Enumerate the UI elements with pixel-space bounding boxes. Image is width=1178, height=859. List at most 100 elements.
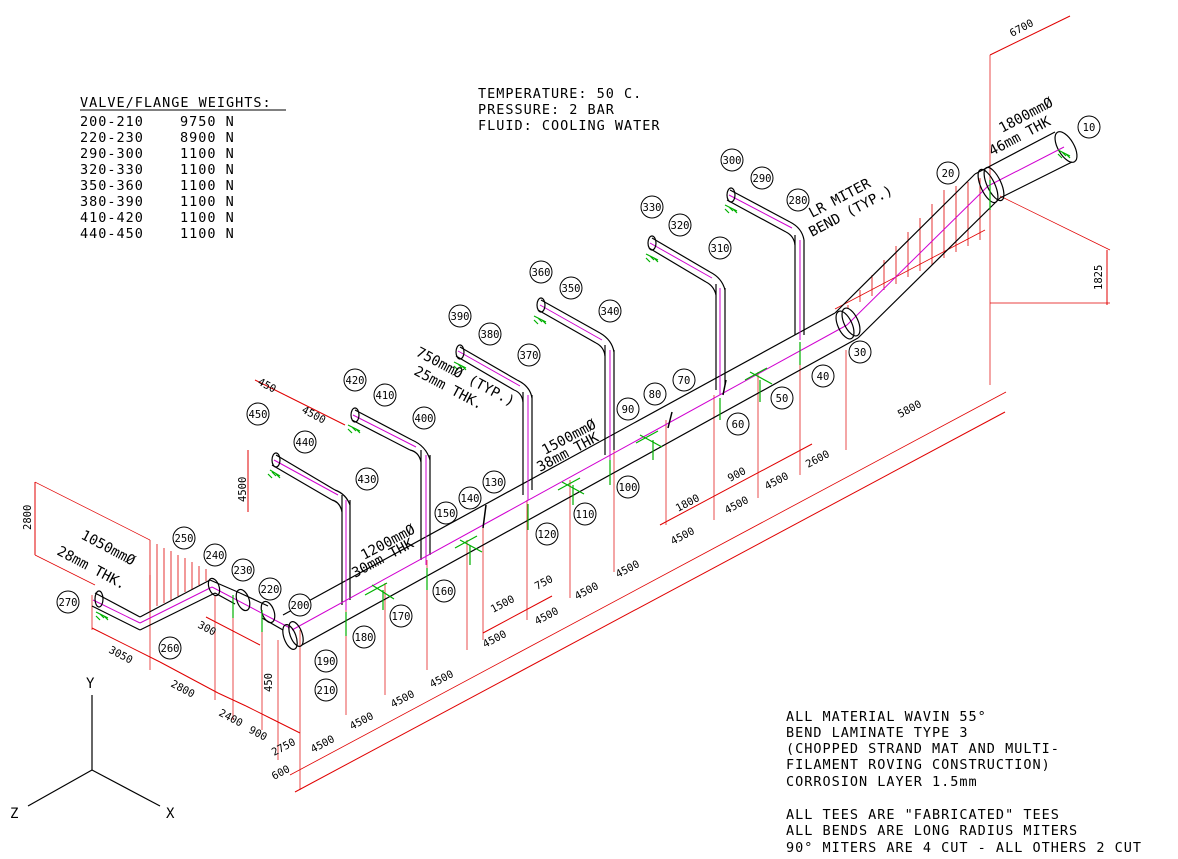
dim-4500-b: 4500: [723, 494, 751, 516]
node-label: 80: [649, 389, 662, 401]
dim-1825: 1825: [1093, 265, 1105, 290]
node-circle: [848, 340, 872, 364]
node-label: 260: [161, 643, 180, 655]
weight-row-range: 350-360: [80, 178, 144, 194]
weight-row-range: 440-450: [80, 226, 144, 242]
node-circle: [559, 276, 583, 300]
node-circle: [458, 486, 482, 510]
node-label: 170: [392, 611, 411, 623]
dim-4500-h: 4500: [428, 668, 456, 690]
node-200: 200: [288, 593, 312, 617]
node-430: 430: [355, 467, 379, 491]
dim-4500-a: 4500: [763, 470, 791, 492]
node-110: 110: [573, 502, 597, 526]
dim-600: 600: [270, 763, 292, 783]
weight-row-value: 8900 N: [180, 130, 235, 146]
node-label: 330: [643, 202, 662, 214]
node-label: 390: [451, 311, 470, 323]
node-160: 160: [432, 579, 456, 603]
node-label: 450: [249, 409, 268, 421]
dim-4500-f: 4500: [533, 605, 561, 627]
node-circle: [231, 558, 255, 582]
node-circle: [573, 502, 597, 526]
weight-row-value: 1100 N: [180, 146, 235, 162]
node-label: 320: [671, 220, 690, 232]
node-label: 110: [576, 509, 595, 521]
node-label: 350: [562, 283, 581, 295]
node-400: 400: [412, 406, 436, 430]
node-370: 370: [517, 343, 541, 367]
node-label: 300: [723, 155, 742, 167]
node-140: 140: [458, 486, 482, 510]
node-circle: [786, 188, 810, 212]
dim-900-b: 900: [247, 724, 269, 744]
node-label: 90: [622, 404, 635, 416]
node-420: 420: [343, 368, 367, 392]
node-label: 50: [776, 393, 789, 405]
supports: [95, 149, 1071, 636]
node-circle: [535, 522, 559, 546]
fabrication-note-2: ALL BENDS ARE LONG RADIUS MITERS: [786, 823, 1078, 839]
node-80: 80: [643, 382, 667, 406]
node-label: 180: [355, 632, 374, 644]
node-circle: [293, 430, 317, 454]
dim-2750: 2750: [270, 736, 298, 758]
weight-row-range: 290-300: [80, 146, 144, 162]
dim-4500-l: 4500: [300, 404, 328, 426]
node-circle: [517, 343, 541, 367]
node-circle: [672, 368, 696, 392]
node-circle: [529, 260, 553, 284]
node-label: 140: [461, 493, 480, 505]
bends: [331, 221, 805, 513]
node-label: 130: [485, 477, 504, 489]
node-label: 280: [789, 195, 808, 207]
node-440: 440: [293, 430, 317, 454]
node-label: 210: [317, 685, 336, 697]
weight-row-value: 1100 N: [180, 178, 235, 194]
node-130: 130: [482, 470, 506, 494]
dim-6700: 6700: [1008, 17, 1036, 39]
weight-row-value: 1100 N: [180, 226, 235, 242]
node-circle: [343, 368, 367, 392]
fabrication-note-1: ALL TEES ARE "FABRICATED" TEES: [786, 807, 1060, 823]
node-circle: [258, 577, 282, 601]
node-label: 100: [619, 482, 638, 494]
node-350: 350: [559, 276, 583, 300]
node-label: 200: [291, 600, 310, 612]
node-280: 280: [786, 188, 810, 212]
node-60: 60: [726, 412, 750, 436]
node-circle: [811, 364, 835, 388]
node-240: 240: [203, 543, 227, 567]
weight-row-range: 410-420: [80, 210, 144, 226]
weight-row-range: 200-210: [80, 114, 144, 130]
node-label: 40: [817, 371, 830, 383]
node-label: 310: [711, 243, 730, 255]
node-360: 360: [529, 260, 553, 284]
node-label: 380: [481, 329, 500, 341]
node-300: 300: [720, 148, 744, 172]
node-10: 10: [1077, 115, 1101, 139]
node-circle: [434, 501, 458, 525]
node-label: 360: [532, 267, 551, 279]
node-220: 220: [258, 577, 282, 601]
node-120: 120: [535, 522, 559, 546]
node-circle: [448, 304, 472, 328]
node-label: 160: [435, 586, 454, 598]
node-circle: [750, 166, 774, 190]
node-label: 340: [601, 306, 620, 318]
node-320: 320: [668, 213, 692, 237]
axis-y-label: Y: [86, 676, 95, 692]
node-260: 260: [158, 636, 182, 660]
material-note-1: ALL MATERIAL WAVIN 55°: [786, 709, 987, 725]
node-circle: [616, 475, 640, 499]
dim-4500-j: 4500: [348, 710, 376, 732]
node-circle: [482, 470, 506, 494]
material-note-4: FILAMENT ROVING CONSTRUCTION): [786, 757, 1051, 773]
node-label: 430: [358, 474, 377, 486]
design-conditions: TEMPERATURE: 50 C. PRESSURE: 2 BAR FLUID…: [478, 86, 660, 134]
node-label: 240: [206, 550, 225, 562]
node-label: 120: [538, 529, 557, 541]
node-150: 150: [434, 501, 458, 525]
